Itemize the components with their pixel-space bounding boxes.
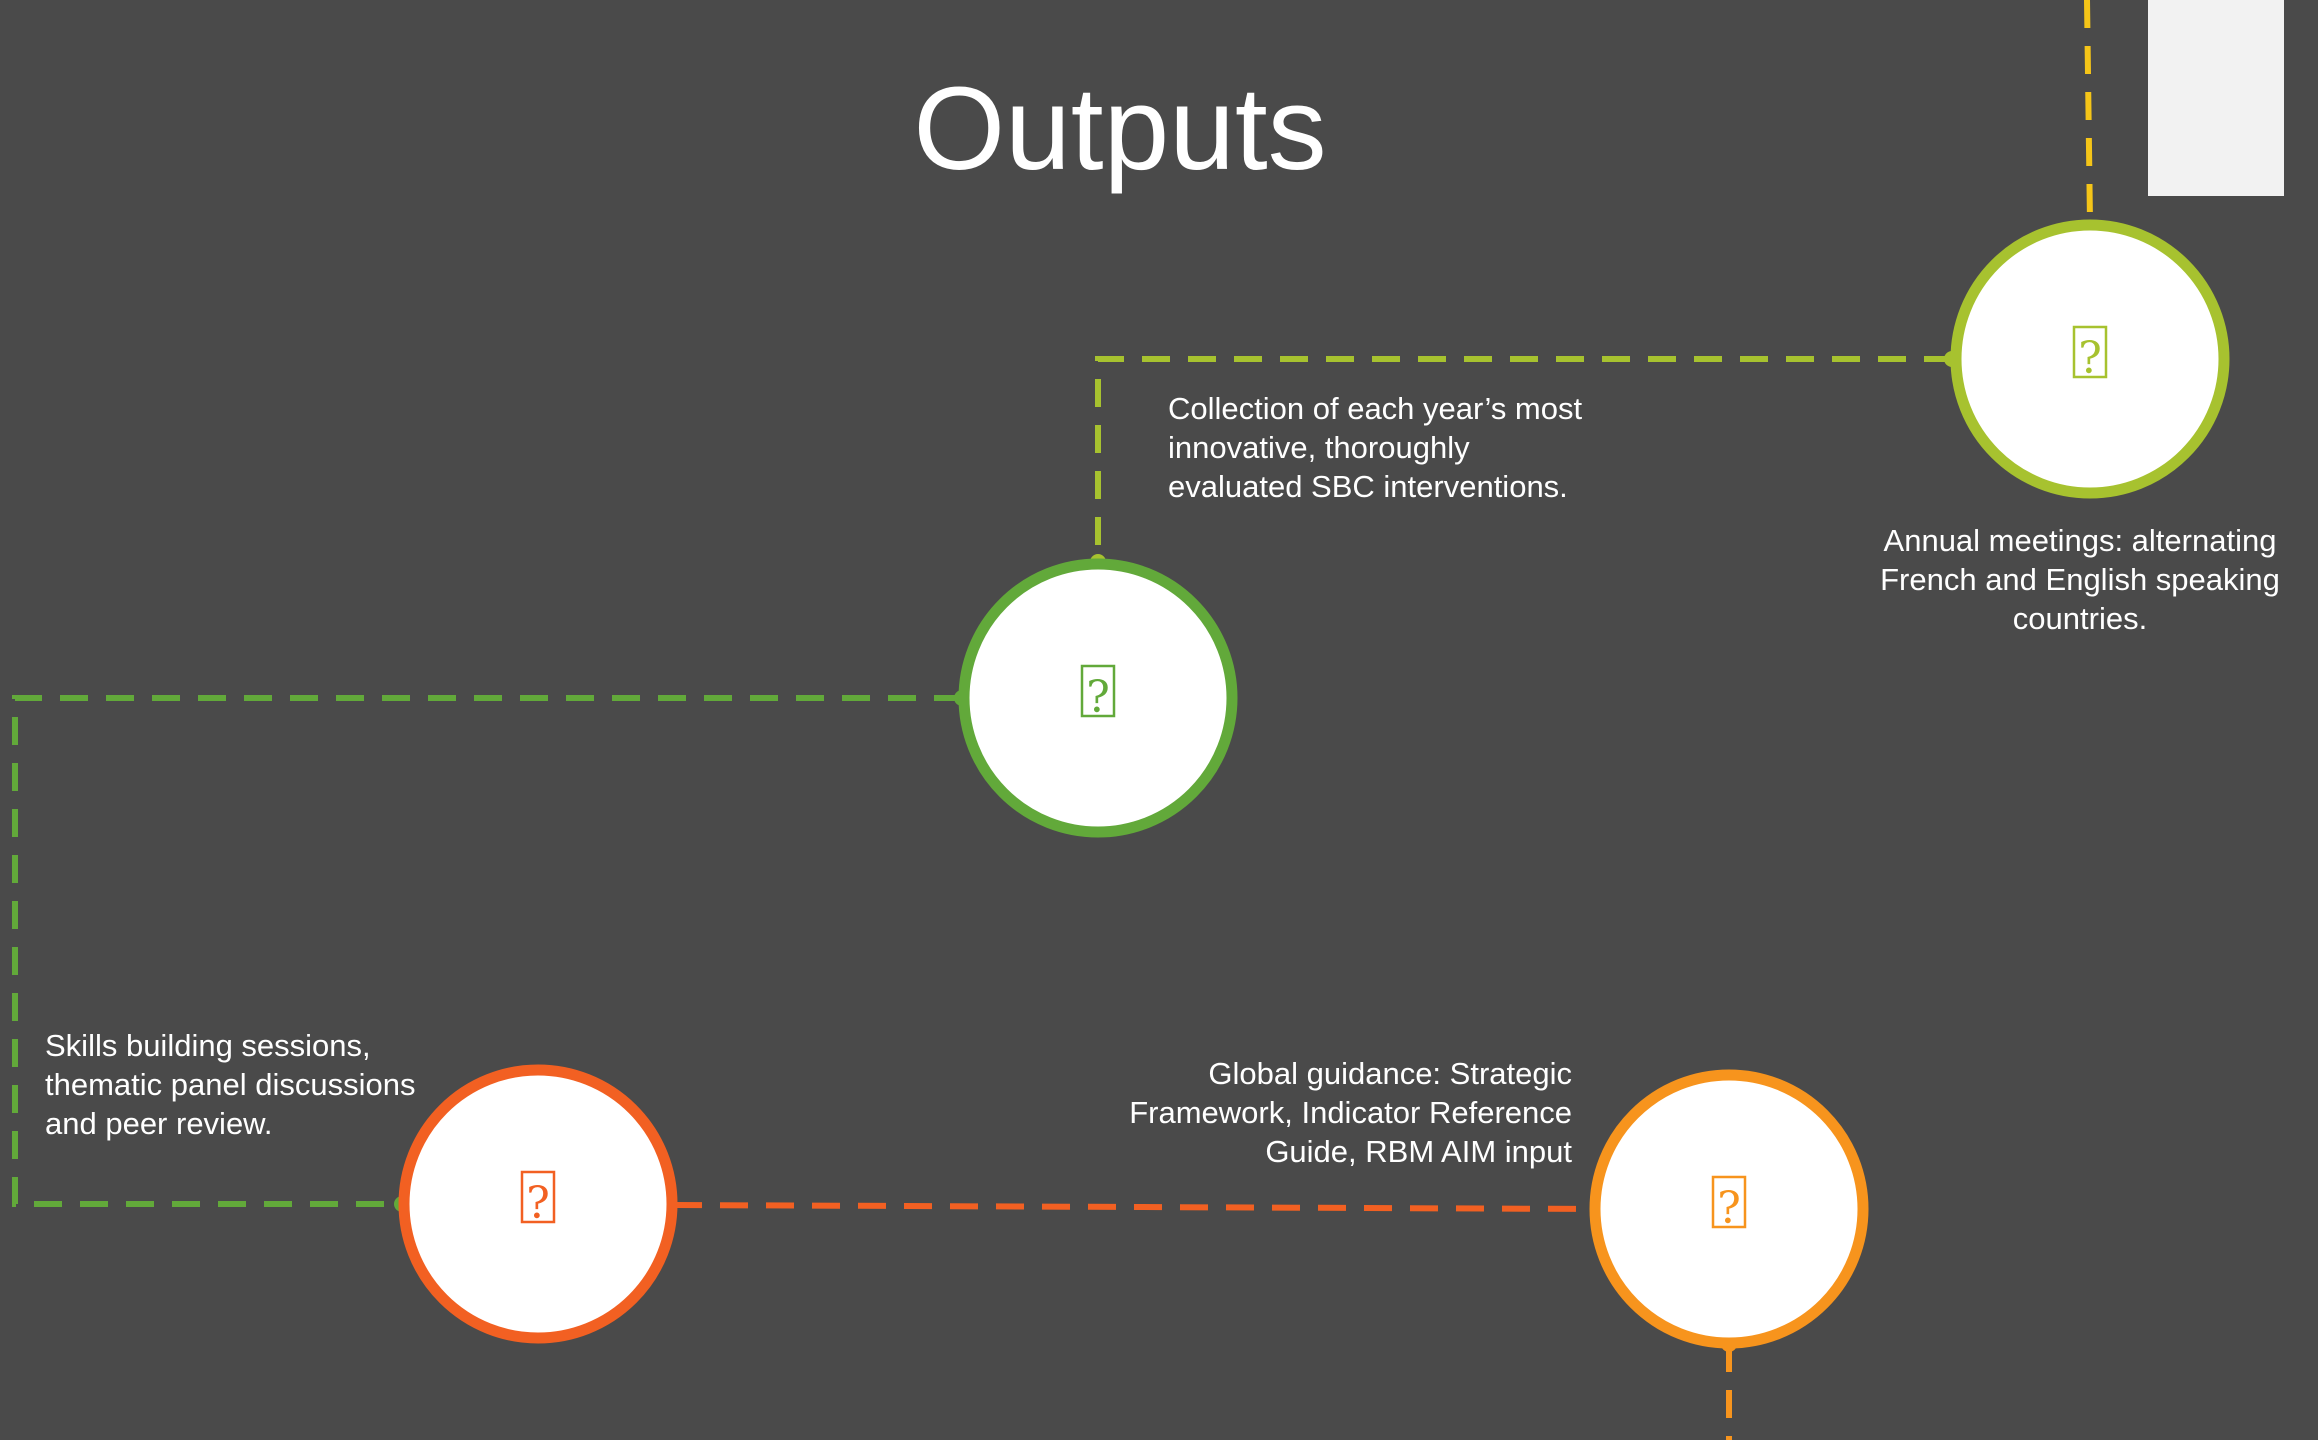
label-skills: Skills building sessions, thematic panel… [45,1026,465,1143]
node-collection: ? [958,558,1238,838]
label-line: evaluated SBC interventions. [1168,469,1568,504]
node-global-guidance: ? [1589,1069,1869,1349]
label-line: Collection of each year’s most [1168,391,1583,426]
label-line: Annual meetings: alternating [1883,523,2277,558]
connector-annual-to-collection [1095,356,1952,562]
missing-glyph-icon: ? [526,1178,550,1229]
missing-glyph-icon: ? [1086,672,1110,723]
missing-glyph-icon: ? [2078,333,2102,384]
label-line: Framework, Indicator Reference [1129,1095,1572,1130]
node-annual-meetings: ? [1950,219,2230,499]
node-skills: ? [398,1064,678,1344]
label-line: innovative, thoroughly [1168,430,1470,465]
label-annual-meetings: Annual meetings: alternating French and … [1860,521,2300,638]
connector-collection-to-skills [12,695,962,1207]
label-line: Global guidance: Strategic [1208,1056,1572,1091]
label-line: French and English speaking [1880,562,2280,597]
label-collection: Collection of each year’s most innovativ… [1168,389,1638,506]
label-line: countries. [2012,601,2148,636]
label-line: thematic panel discussions [45,1067,416,1102]
label-line: Skills building sessions, [45,1028,371,1063]
label-line: and peer review. [45,1106,273,1141]
corner-placeholder-box [2148,0,2284,196]
label-line: Guide, RBM AIM input [1265,1134,1572,1169]
missing-glyph-icon: ? [1717,1183,1741,1234]
connector-skills-to-global [673,1202,1595,1212]
label-global-guidance: Global guidance: Strategic Framework, In… [1000,1054,1572,1171]
connector-yellow-top [2084,0,2093,223]
page-title: Outputs [913,63,1327,195]
